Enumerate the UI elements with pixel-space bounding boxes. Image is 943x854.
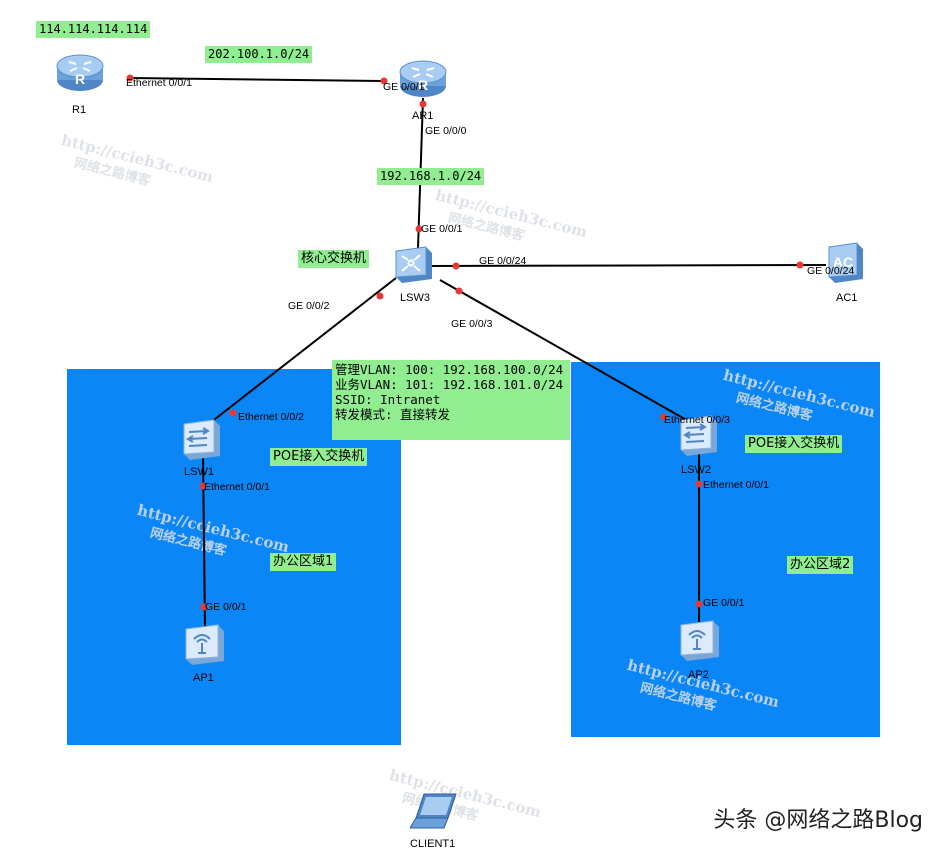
info-line: 管理VLAN: 100: 192.168.100.0/24 <box>335 362 564 377</box>
port-label: GE 0/0/0 <box>425 125 467 137</box>
svg-text:R: R <box>418 77 428 93</box>
laptop-icon[interactable] <box>410 792 462 832</box>
port-dot <box>415 225 423 233</box>
info-line: SSID: Intranet <box>335 392 441 407</box>
router-icon[interactable]: R <box>398 56 448 100</box>
link-lsw3-lsw1 <box>209 277 397 424</box>
port-label: GE 0/0/3 <box>451 318 493 330</box>
office-area-2 <box>571 362 880 737</box>
device-name-ap1: AP1 <box>193 672 214 684</box>
wireless-ap-icon[interactable] <box>677 619 723 663</box>
port-dot <box>695 480 703 488</box>
core-switch-icon[interactable] <box>392 243 434 285</box>
device-name-ac1: AC1 <box>836 292 858 304</box>
port-dot <box>452 262 460 270</box>
device-name-ap2: AP2 <box>688 669 709 681</box>
port-dot <box>660 413 668 421</box>
port-dot <box>419 100 427 108</box>
router-icon[interactable]: R <box>55 50 105 94</box>
device-name-r1: R1 <box>72 104 87 116</box>
brand-watermark: 头条 @网络之路Blog <box>713 808 923 833</box>
isp-ip-label: 114.114.114.114 <box>36 21 151 38</box>
device-name-client1: CLIENT1 <box>410 838 456 850</box>
port-label: GE 0/0/24 <box>479 255 527 267</box>
port-dot <box>455 287 463 295</box>
port-dot <box>126 74 134 82</box>
port-label: Ethernet 0/0/3 <box>664 414 730 426</box>
info-line: 转发模式: 直接转发 <box>335 407 451 422</box>
link-r1-ar1 <box>129 77 385 82</box>
port-label: Ethernet 0/0/1 <box>204 481 270 493</box>
port-label: GE 0/0/2 <box>288 300 330 312</box>
device-name-lsw2: LSW2 <box>681 464 711 476</box>
wan-network-label: 202.100.1.0/24 <box>205 46 313 63</box>
link-lsw3-lsw2 <box>439 279 691 423</box>
port-label: Ethernet 0/0/1 <box>126 77 192 89</box>
link-lsw3-ac1 <box>429 264 827 267</box>
office-area-2-label: 办公区域2 <box>787 556 854 574</box>
port-label: GE 0/0/1 <box>383 81 425 93</box>
svg-text:AC: AC <box>833 254 853 270</box>
port-dot <box>376 292 384 300</box>
port-label: GE 0/0/1 <box>703 597 745 609</box>
office-area-1-label: 办公区域1 <box>270 553 337 571</box>
poe-switch-label-1: POE接入交换机 <box>270 448 368 466</box>
core-switch-label: 核心交换机 <box>298 250 370 268</box>
wireless-ap-icon[interactable] <box>182 623 228 667</box>
svg-text:R: R <box>75 71 85 87</box>
port-label: GE 0/0/1 <box>205 601 247 613</box>
port-dot <box>229 409 237 417</box>
port-label: GE 0/0/24 <box>807 265 855 277</box>
port-dot <box>695 600 703 608</box>
device-name-ar1: AR1 <box>412 110 434 122</box>
port-label: Ethernet 0/0/2 <box>238 411 304 423</box>
port-dot <box>796 261 804 269</box>
switch-icon[interactable] <box>180 418 224 462</box>
device-name-lsw1: LSW1 <box>184 466 214 478</box>
lan-network-label: 192.168.1.0/24 <box>377 168 485 185</box>
switch-icon[interactable] <box>677 414 721 458</box>
port-dot <box>199 482 207 490</box>
port-label: GE 0/0/1 <box>421 223 463 235</box>
access-controller-icon[interactable]: AC <box>825 241 867 285</box>
info-line: 业务VLAN: 101: 192.168.101.0/24 <box>335 377 564 392</box>
device-name-lsw3: LSW3 <box>400 292 430 304</box>
port-dot <box>200 603 208 611</box>
poe-switch-label-2: POE接入交换机 <box>745 435 843 453</box>
port-label: Ethernet 0/0/1 <box>703 479 769 491</box>
port-dot <box>380 77 388 85</box>
